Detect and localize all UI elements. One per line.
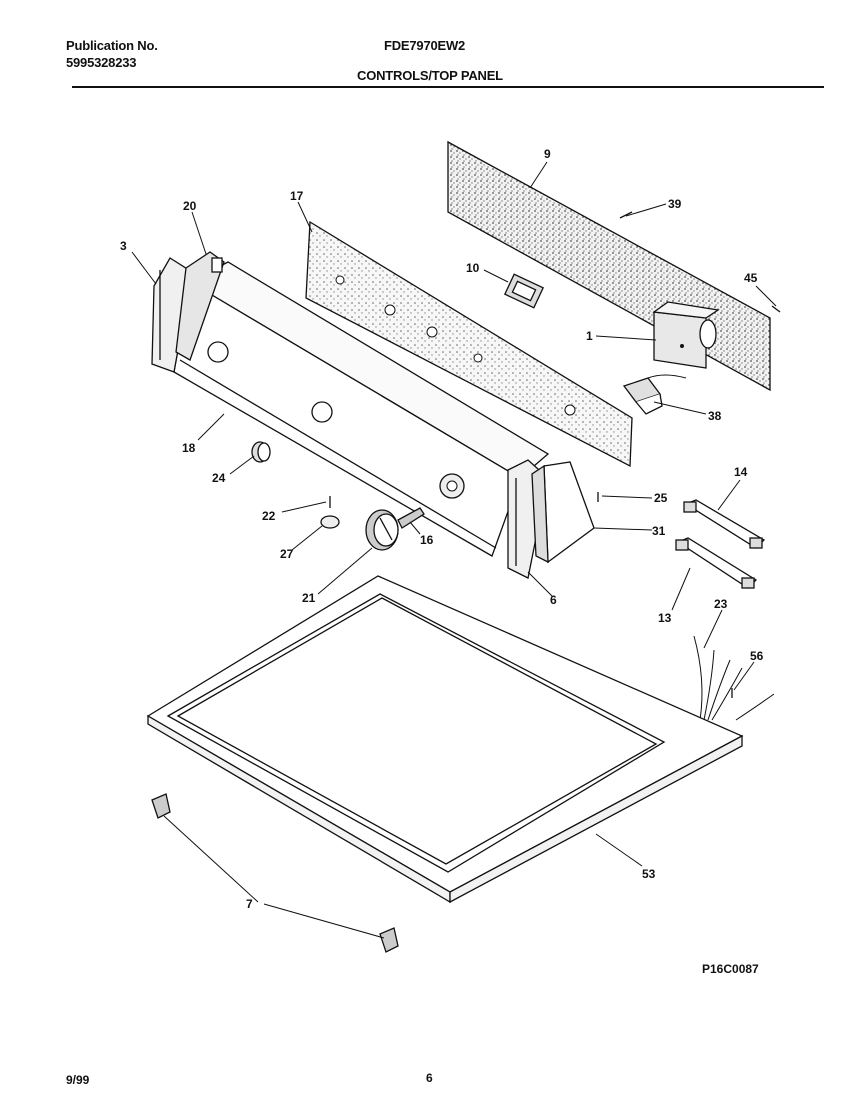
header-rule — [72, 86, 824, 88]
callouts: 9 39 17 20 3 10 45 1 38 18 24 14 25 22 3… — [120, 147, 764, 911]
publication-number: 5995328233 — [66, 55, 137, 70]
callout-14: 14 — [734, 465, 748, 479]
part-10-switch — [503, 273, 545, 309]
part-31-end-bracket — [531, 461, 595, 564]
section-title: CONTROLS/TOP PANEL — [357, 68, 503, 83]
callout-18: 18 — [182, 441, 196, 455]
callout-31: 31 — [652, 524, 666, 538]
part-20-bracket — [175, 251, 225, 361]
part-21-timer-knob — [365, 509, 399, 551]
callout-13: 13 — [658, 611, 672, 625]
part-13-strap — [675, 537, 758, 589]
callout-3: 3 — [120, 239, 127, 253]
callout-56: 56 — [750, 649, 764, 663]
callout-22: 22 — [262, 509, 276, 523]
callout-7: 7 — [246, 897, 253, 911]
leader-lines — [131, 161, 777, 939]
part-53-top-panel — [146, 575, 775, 904]
part-38-bracket — [622, 374, 687, 415]
callout-17: 17 — [290, 189, 304, 203]
page-number: 6 — [426, 1071, 433, 1085]
part-23-wire-harness — [688, 635, 743, 730]
part-16-pointer — [397, 507, 425, 529]
callout-25: 25 — [654, 491, 668, 505]
callout-53: 53 — [642, 867, 656, 881]
callout-10: 10 — [466, 261, 480, 275]
model-number: FDE7970EW2 — [384, 38, 466, 53]
callout-38: 38 — [708, 409, 722, 423]
callout-9: 9 — [544, 147, 551, 161]
callout-16: 16 — [420, 533, 434, 547]
callout-39: 39 — [668, 197, 682, 211]
part-27-dial — [320, 515, 340, 529]
callout-45: 45 — [744, 271, 758, 285]
callout-23: 23 — [714, 597, 728, 611]
callout-21: 21 — [302, 591, 316, 605]
callout-1: 1 — [586, 329, 593, 343]
part-17-control-panel-back — [305, 220, 633, 468]
part-24-knob — [251, 441, 271, 463]
part-18-control-console — [173, 261, 550, 557]
drawing-id: P16C0087 — [702, 962, 759, 976]
part-7-hinges — [151, 793, 399, 953]
publication-label: Publication No. — [66, 38, 158, 53]
part-1-timer — [652, 301, 720, 369]
callout-6: 6 — [550, 593, 557, 607]
part-14-strap — [683, 499, 766, 549]
callout-27: 27 — [280, 547, 294, 561]
callout-24: 24 — [212, 471, 226, 485]
footer-date: 9/99 — [66, 1073, 90, 1087]
callout-20: 20 — [183, 199, 197, 213]
screws — [329, 211, 781, 698]
